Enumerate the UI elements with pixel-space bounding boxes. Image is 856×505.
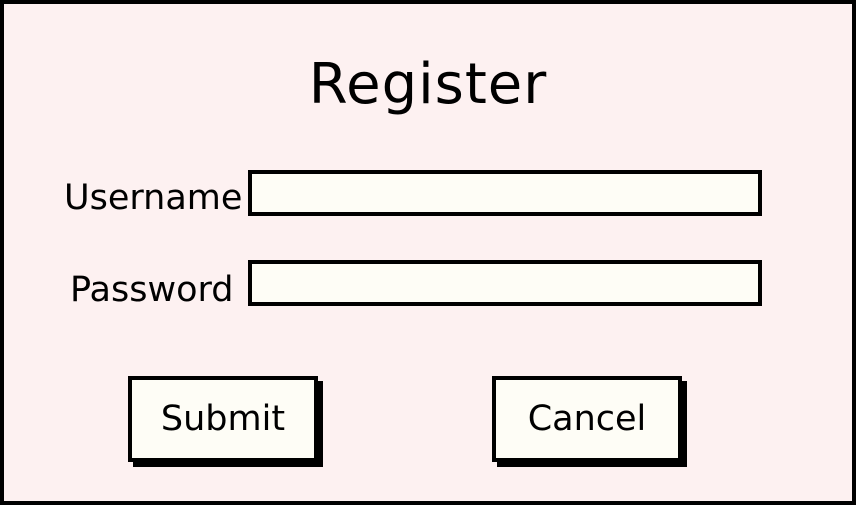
dialog-title: Register xyxy=(308,52,548,117)
password-input[interactable] xyxy=(248,260,762,306)
username-input[interactable] xyxy=(248,170,762,216)
submit-button[interactable]: Submit xyxy=(128,376,318,462)
username-label: Username xyxy=(64,178,243,218)
password-label: Password xyxy=(70,270,234,310)
cancel-button[interactable]: Cancel xyxy=(492,376,682,462)
